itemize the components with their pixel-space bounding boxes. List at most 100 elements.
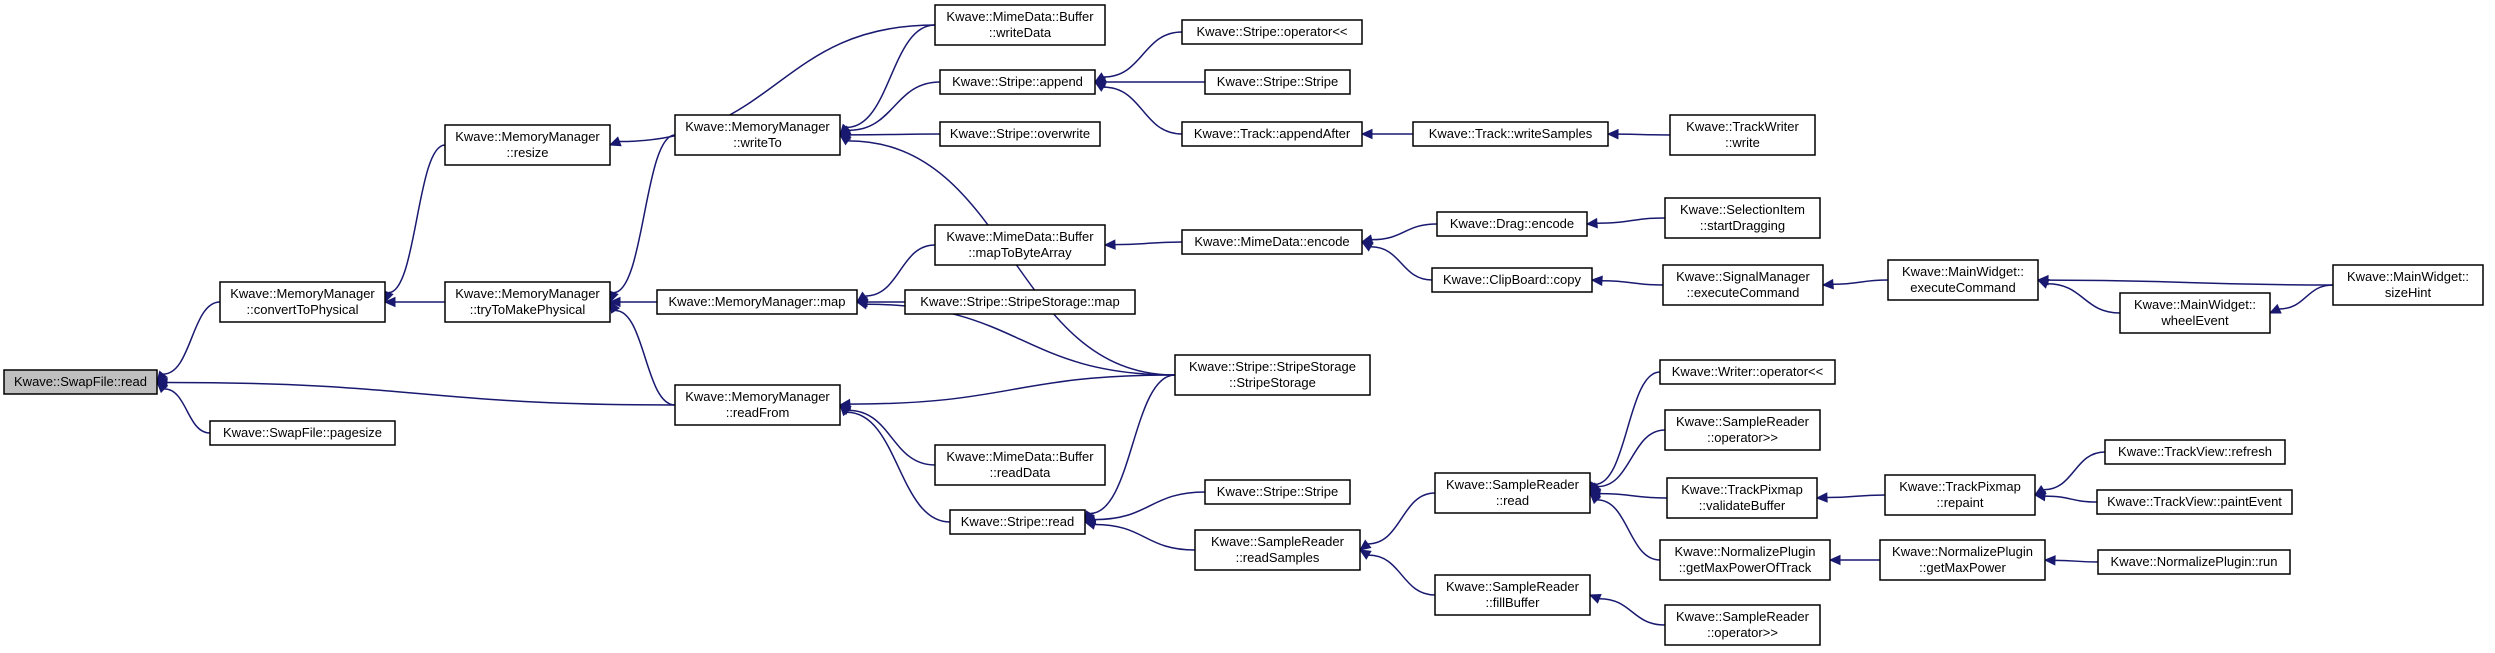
node-box xyxy=(1659,359,1836,385)
node-mm-convert[interactable]: Kwave::MemoryManager::convertToPhysical xyxy=(219,281,386,323)
arrow-head-icon xyxy=(155,377,168,388)
node-stripe-stripe1[interactable]: Kwave::Stripe::Stripe xyxy=(1204,69,1351,95)
node-mdb-write[interactable]: Kwave::MimeData::Buffer::writeData xyxy=(934,4,1106,46)
arrow-head-icon xyxy=(608,136,622,147)
node-box xyxy=(656,289,858,315)
node-ss-ctor[interactable]: Kwave::Stripe::StripeStorage::StripeStor… xyxy=(1174,354,1371,396)
node-box xyxy=(1434,472,1591,514)
node-label: ::operator>> xyxy=(1707,625,1778,640)
node-mm-writeto[interactable]: Kwave::MemoryManager::writeTo xyxy=(674,114,841,156)
edge-mm-try-to-mm-convert xyxy=(383,296,445,308)
node-mm-try[interactable]: Kwave::MemoryManager::tryToMakePhysical xyxy=(444,281,611,323)
node-writer-op[interactable]: Kwave::Writer::operator<< xyxy=(1659,359,1836,385)
node-track-append[interactable]: Kwave::Track::appendAfter xyxy=(1181,121,1363,147)
node-sr-read[interactable]: Kwave::SampleReader::read xyxy=(1434,472,1591,514)
node-tv-paint[interactable]: Kwave::TrackView::paintEvent xyxy=(2096,489,2293,515)
edge-line xyxy=(2047,279,2334,286)
edge-track-write-to-track-append xyxy=(1360,128,1413,140)
node-label: Kwave::SampleReader xyxy=(1446,477,1580,492)
node-label: ::startDragging xyxy=(1700,218,1785,233)
node-label: Kwave::Track::appendAfter xyxy=(1194,126,1351,141)
edge-track-append-to-stripe-append xyxy=(1093,81,1183,135)
arrow-head-icon xyxy=(855,299,869,310)
node-box xyxy=(1879,539,2046,581)
edge-line xyxy=(1601,279,1664,286)
edge-mw-exec-to-sm-exec xyxy=(1821,278,1889,290)
arrow-head-icon xyxy=(1359,539,1372,551)
node-np-run[interactable]: Kwave::NormalizePlugin::run xyxy=(2097,549,2291,575)
edge-line xyxy=(1103,31,1183,78)
edge-line xyxy=(846,411,951,523)
node-mm-resize[interactable]: Kwave::MemoryManager::resize xyxy=(444,124,611,166)
node-box xyxy=(1666,477,1818,519)
arrow-head-icon xyxy=(1589,492,1602,505)
node-sr-op2[interactable]: Kwave::SampleReader::operator>> xyxy=(1664,604,1821,646)
node-mdb-map[interactable]: Kwave::MimeData::Buffer::mapToByteArray xyxy=(934,224,1106,266)
node-stripe-stripe2[interactable]: Kwave::Stripe::Stripe xyxy=(1204,479,1351,505)
node-tv-refresh[interactable]: Kwave::TrackView::refresh xyxy=(2104,439,2286,465)
edge-line xyxy=(848,81,941,132)
node-label: Kwave::MainWidget:: xyxy=(1902,264,2024,279)
node-tw-write[interactable]: Kwave::TrackWriter::write xyxy=(1669,114,1816,156)
edge-sr-op2-to-sr-fill xyxy=(1588,594,1666,626)
edge-mm-map-to-mm-try xyxy=(608,296,657,308)
node-mw-exec[interactable]: Kwave::MainWidget::executeCommand xyxy=(1887,259,2039,301)
edge-line xyxy=(1597,429,1666,488)
edge-line xyxy=(1597,499,1661,561)
arrow-head-icon xyxy=(2043,555,2056,566)
edge-sr-read-to-sr-readsamples xyxy=(1359,492,1436,551)
node-label: Kwave::Stripe::Stripe xyxy=(1217,74,1338,89)
node-clip-copy[interactable]: Kwave::ClipBoard::copy xyxy=(1431,267,1593,293)
node-track-write[interactable]: Kwave::Track::writeSamples xyxy=(1412,121,1609,147)
edge-line xyxy=(163,301,221,375)
node-box xyxy=(2119,292,2271,334)
node-box xyxy=(1204,69,1351,95)
edge-line xyxy=(2044,495,2098,503)
node-stripe-read[interactable]: Kwave::Stripe::read xyxy=(949,509,1086,535)
node-label: ::StripeStorage xyxy=(1229,375,1316,390)
node-mm-map[interactable]: Kwave::MemoryManager::map xyxy=(656,289,858,315)
node-sm-exec[interactable]: Kwave::SignalManager::executeCommand xyxy=(1662,264,1824,306)
node-swap-read[interactable]: Kwave::SwapFile::read xyxy=(3,369,158,395)
node-label: ::resize xyxy=(507,145,549,160)
arrow-head-icon xyxy=(609,300,621,314)
node-np-maxpower[interactable]: Kwave::NormalizePlugin::getMaxPower xyxy=(1879,539,2046,581)
node-drag-encode[interactable]: Kwave::Drag::encode xyxy=(1436,211,1588,237)
node-box xyxy=(1174,354,1371,396)
node-mw-wheel[interactable]: Kwave::MainWidget::wheelEvent xyxy=(2119,292,2271,334)
edge-line xyxy=(1370,246,1433,281)
node-mw-size[interactable]: Kwave::MainWidget::sizeHint xyxy=(2332,264,2484,306)
node-mdb-read[interactable]: Kwave::MimeData::Buffer::readData xyxy=(934,444,1106,486)
node-label: Kwave::Stripe::operator<< xyxy=(1196,24,1347,39)
node-sr-readsamples[interactable]: Kwave::SampleReader::readSamples xyxy=(1194,529,1361,571)
node-box xyxy=(934,444,1106,486)
node-sr-fill[interactable]: Kwave::SampleReader::fillBuffer xyxy=(1434,574,1591,616)
node-box xyxy=(934,224,1106,266)
node-box xyxy=(1884,474,2036,516)
node-label: Kwave::TrackWriter xyxy=(1686,119,1799,134)
node-box xyxy=(2097,549,2291,575)
node-stripe-op[interactable]: Kwave::Stripe::operator<< xyxy=(1181,19,1363,45)
node-tp-validate[interactable]: Kwave::TrackPixmap::validateBuffer xyxy=(1666,477,1818,519)
node-mm-readfrom[interactable]: Kwave::MemoryManager::readFrom xyxy=(674,384,841,426)
edge-line xyxy=(848,409,936,466)
edge-line xyxy=(388,144,446,294)
node-np-maxtrack[interactable]: Kwave::NormalizePlugin::getMaxPowerOfTra… xyxy=(1659,539,1831,581)
node-label: Kwave::Stripe::Stripe xyxy=(1217,484,1338,499)
node-label: ::fillBuffer xyxy=(1486,595,1541,610)
edge-line xyxy=(1599,597,1666,626)
node-box xyxy=(219,281,386,323)
node-label: Kwave::TrackPixmap xyxy=(1899,479,2021,494)
node-ss-map[interactable]: Kwave::Stripe::StripeStorage::map xyxy=(904,289,1136,315)
node-tp-repaint[interactable]: Kwave::TrackPixmap::repaint xyxy=(1884,474,2036,516)
node-label: Kwave::MemoryManager xyxy=(455,286,600,301)
node-md-encode[interactable]: Kwave::MimeData::encode xyxy=(1181,229,1363,255)
node-box xyxy=(1412,121,1609,147)
node-sr-op1[interactable]: Kwave::SampleReader::operator>> xyxy=(1664,409,1821,451)
node-swap-pagesize[interactable]: Kwave::SwapFile::pagesize xyxy=(209,420,396,446)
arrow-head-icon xyxy=(383,296,396,308)
node-stripe-overwrite[interactable]: Kwave::Stripe::overwrite xyxy=(939,121,1101,147)
node-sel-drag[interactable]: Kwave::SelectionItem::startDragging xyxy=(1664,197,1821,239)
node-stripe-append[interactable]: Kwave::Stripe::append xyxy=(939,69,1096,95)
edge-mw-size-to-mw-exec xyxy=(2036,274,2334,286)
